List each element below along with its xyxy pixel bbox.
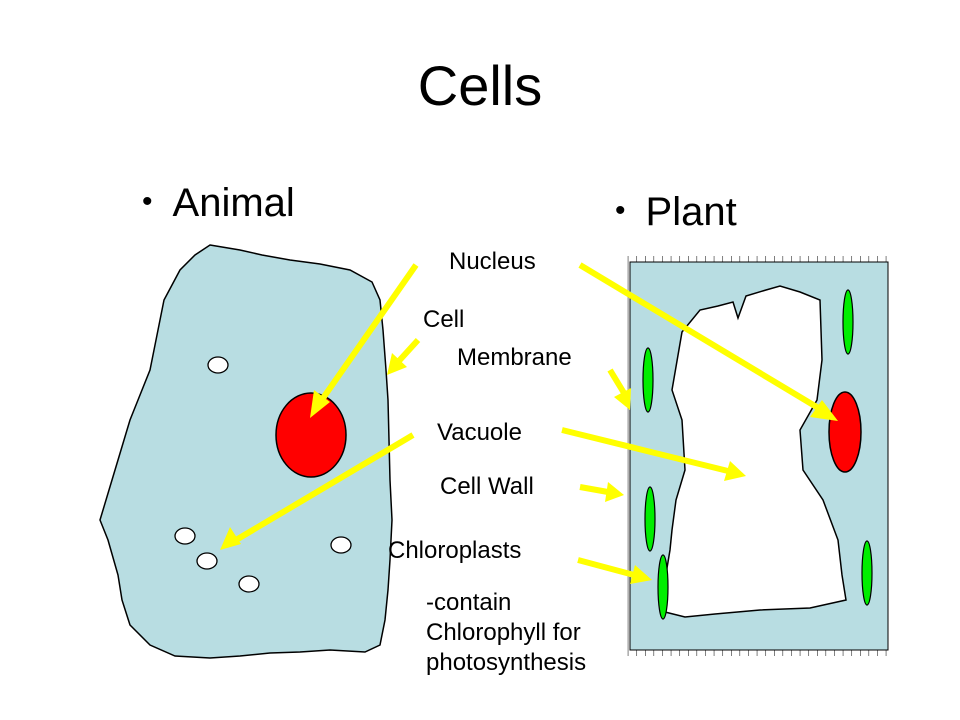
- chloroplast: [861, 540, 873, 606]
- animal-nucleus: [275, 392, 347, 478]
- label-cell-wall: Cell Wall: [440, 473, 534, 500]
- chloroplasts-note-line: -contain: [426, 589, 512, 616]
- plant-nucleus: [828, 391, 862, 473]
- label-nucleus: Nucleus: [449, 248, 536, 275]
- animal-cell-membrane: [99, 244, 393, 659]
- plant-cell: [624, 256, 894, 656]
- chloroplasts-note-line: Chlorophyll for: [426, 619, 581, 646]
- animal-vacuole: [207, 356, 229, 374]
- bullet-dot: •: [615, 194, 626, 227]
- label-cell-membrane-line2: Membrane: [457, 344, 572, 371]
- arrow-membrane-plant: [607, 368, 631, 410]
- plant-vacuole: [664, 285, 847, 618]
- label-chloroplasts: Chloroplasts: [388, 537, 522, 564]
- arrow-cell-wall: [579, 482, 624, 502]
- chloroplast: [644, 486, 656, 552]
- bullet-dot: •: [142, 185, 153, 218]
- arrow-vacuole-plant: [561, 427, 746, 481]
- arrow-nucleus-animal: [310, 263, 419, 418]
- arrow-vacuole-animal: [220, 432, 415, 550]
- arrow-nucleus-plant: [578, 262, 838, 421]
- bullet-animal-label: Animal: [172, 181, 295, 225]
- animal-cell: [99, 244, 393, 659]
- bullet-plant: • Plant: [615, 192, 737, 232]
- label-cell-membrane-line1: Cell: [423, 306, 465, 333]
- arrow-chloroplast: [577, 557, 652, 584]
- animal-vacuole: [174, 527, 196, 545]
- animal-vacuole: [238, 575, 260, 593]
- animal-vacuole: [330, 536, 352, 554]
- animal-vacuole: [196, 552, 218, 570]
- bullet-animal: • Animal: [142, 183, 295, 223]
- chloroplast: [657, 554, 669, 620]
- label-vacuole: Vacuole: [437, 419, 522, 446]
- slide-title: Cells: [417, 54, 543, 117]
- bullet-plant-label: Plant: [645, 190, 737, 234]
- chloroplast: [842, 289, 854, 355]
- chloroplast: [642, 347, 654, 413]
- chloroplasts-note-line: photosynthesis: [426, 649, 587, 676]
- chloroplasts-note: -contain Chlorophyll for photosynthesis: [426, 588, 586, 678]
- arrow-membrane-animal: [387, 337, 421, 375]
